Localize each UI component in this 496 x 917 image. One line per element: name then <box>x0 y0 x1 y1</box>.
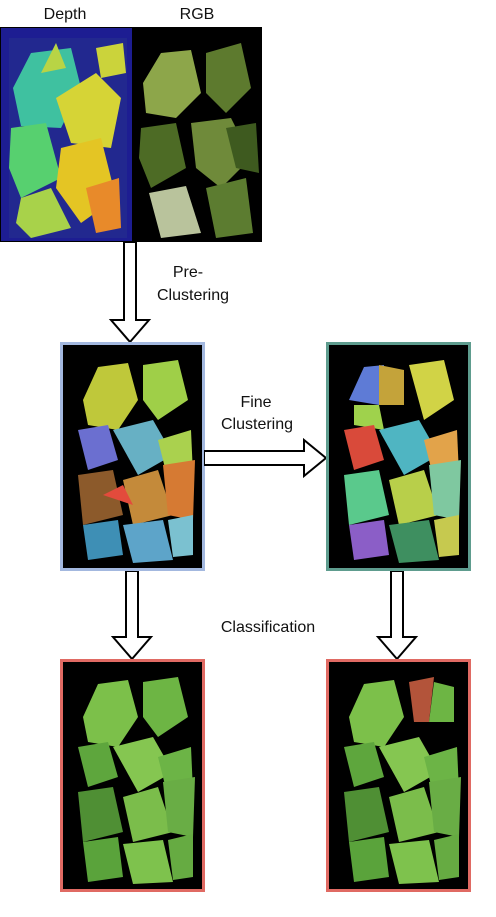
fine-clustered-image <box>326 342 471 571</box>
arrow-classification-right <box>375 571 419 661</box>
pre-clustering-label-line2: Clustering <box>156 287 230 304</box>
depth-rgb-illustration <box>1 28 261 241</box>
classified-left-illustration <box>78 677 195 884</box>
pre-clustering-label-line1: Pre- <box>172 264 204 281</box>
arrow-fine-clustering <box>204 438 328 478</box>
pre-clustered-image <box>60 342 205 571</box>
pre-clustered-illustration <box>78 360 195 563</box>
classified-image-from-fine-clustering <box>326 659 471 892</box>
classification-label: Classification <box>220 619 316 636</box>
classified-image-from-pre-clustering <box>60 659 205 892</box>
depth-label: Depth <box>43 6 87 23</box>
classified-right-illustration <box>344 677 461 884</box>
arrow-pre-clustering <box>108 242 152 344</box>
fine-clustered-illustration <box>344 360 461 563</box>
fine-clustering-label-line2: Clustering <box>220 416 294 433</box>
input-depth-rgb-image <box>0 27 262 242</box>
arrow-classification-left <box>110 571 154 661</box>
rgb-label: RGB <box>179 6 215 23</box>
fine-clustering-label-line1: Fine <box>240 394 272 411</box>
